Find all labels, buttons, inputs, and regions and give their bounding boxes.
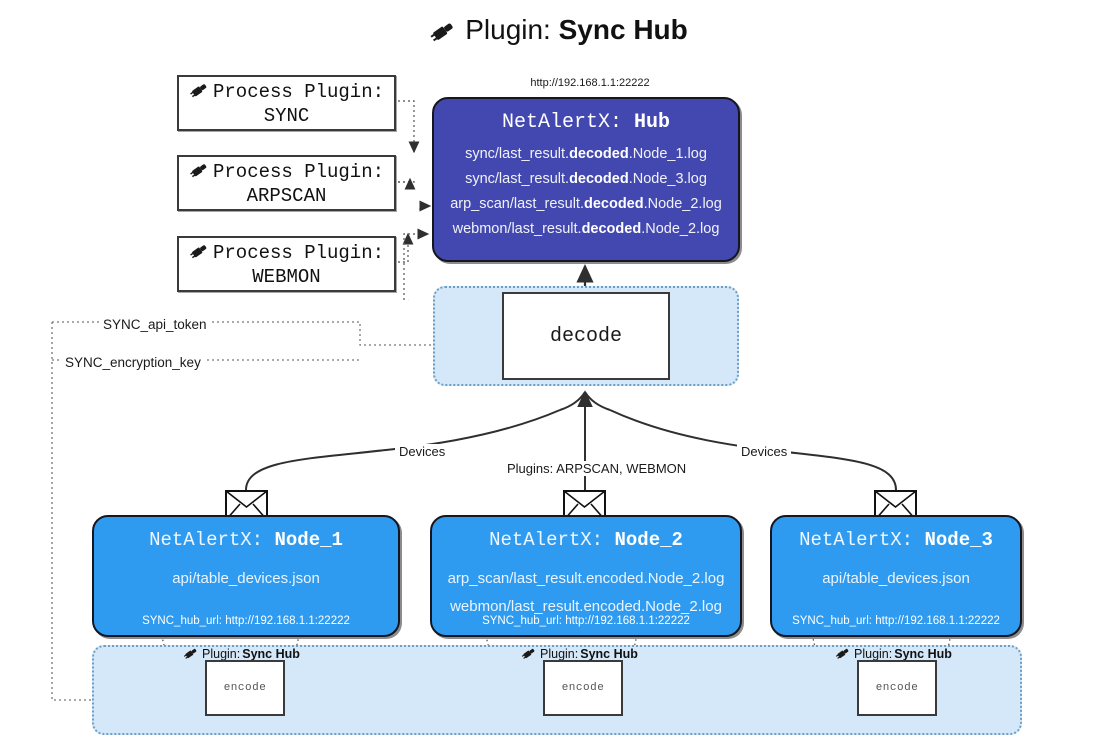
node-title: NetAlertX: Node_3 <box>799 529 993 551</box>
node-line: arp_scan/last_result.encoded.Node_2.log <box>447 570 725 587</box>
node-line-list: api/table_devices.json <box>772 565 1020 593</box>
process-plugin-label: Process Plugin: <box>212 161 385 183</box>
edge-label-devices-right: Devices <box>737 444 792 459</box>
plug-icon <box>521 645 538 663</box>
encoder-plugin-label-2: Plugin: Sync Hub <box>521 645 638 663</box>
encoder-plugin-label-3: Plugin: Sync Hub <box>835 645 952 663</box>
hub-title: NetAlertX: Hub <box>434 111 738 134</box>
process-plugin-name: WEBMON <box>252 266 321 288</box>
process-plugin-name: SYNC <box>263 105 310 127</box>
node-1[interactable]: NetAlertX: Node_1 api/table_devices.json… <box>92 515 400 637</box>
encode-box-3[interactable]: encode <box>857 660 937 716</box>
process-plugin-label: Process Plugin: <box>212 81 385 103</box>
node-line-list: arp_scan/last_result.encoded.Node_2.log … <box>432 565 740 621</box>
process-plugin-name: ARPSCAN <box>246 185 327 207</box>
plug-icon <box>183 645 200 663</box>
encoder-prefix: Plugin: <box>540 647 579 661</box>
node-line: api/table_devices.json <box>822 570 970 587</box>
node-footer: SYNC_hub_url: http://192.168.1.1:22222 <box>792 615 1000 627</box>
plug-icon <box>189 240 211 266</box>
hub-url-label: http://192.168.1.1:22222 <box>530 77 650 89</box>
hub-log-item: sync/last_result.decoded.Node_1.log <box>465 146 707 162</box>
hub-log-list: sync/last_result.decoded.Node_1.log sync… <box>434 142 738 242</box>
hub-title-name: Hub <box>634 111 671 134</box>
encode-box-2[interactable]: encode <box>543 660 623 716</box>
page-title-name: Sync Hub <box>558 14 688 45</box>
encoder-name: Sync Hub <box>580 647 638 661</box>
page-title: Plugin: Sync Hub <box>0 14 1117 50</box>
sync-api-token-label: SYNC_api_token <box>100 317 210 332</box>
node-title: NetAlertX: Node_2 <box>489 529 683 551</box>
node-2[interactable]: NetAlertX: Node_2 arp_scan/last_result.e… <box>430 515 742 637</box>
process-plugin-arpscan[interactable]: Process Plugin: ARPSCAN <box>177 155 396 211</box>
node-footer: SYNC_hub_url: http://192.168.1.1:22222 <box>482 615 690 627</box>
encoder-plugin-label-1: Plugin: Sync Hub <box>183 645 300 663</box>
node-3[interactable]: NetAlertX: Node_3 api/table_devices.json… <box>770 515 1022 637</box>
plug-icon <box>429 17 459 50</box>
page-title-prefix: Plugin: <box>465 14 551 45</box>
node-line: webmon/last_result.encoded.Node_2.log <box>450 598 722 615</box>
node-line: api/table_devices.json <box>172 570 320 587</box>
encoder-name: Sync Hub <box>242 647 300 661</box>
hub-log-item: arp_scan/last_result.decoded.Node_2.log <box>450 196 722 212</box>
hub-node[interactable]: NetAlertX: Hub sync/last_result.decoded.… <box>432 97 740 262</box>
node-line-list: api/table_devices.json <box>94 565 398 593</box>
encoder-prefix: Plugin: <box>854 647 893 661</box>
process-plugin-webmon[interactable]: Process Plugin: WEBMON <box>177 236 396 292</box>
encoder-name: Sync Hub <box>894 647 952 661</box>
hub-log-item: webmon/last_result.decoded.Node_2.log <box>452 221 720 237</box>
plug-icon <box>189 79 211 105</box>
encode-box-1[interactable]: encode <box>205 660 285 716</box>
process-plugin-sync[interactable]: Process Plugin: SYNC <box>177 75 396 131</box>
sync-encryption-key-label: SYNC_encryption_key <box>62 355 204 370</box>
edge-label-plugins: Plugins: ARPSCAN, WEBMON <box>503 461 691 476</box>
hub-title-prefix: NetAlertX: <box>501 111 622 134</box>
decode-box[interactable]: decode <box>502 292 670 380</box>
encoder-prefix: Plugin: <box>202 647 241 661</box>
node-title: NetAlertX: Node_1 <box>149 529 343 551</box>
edge-label-devices-left: Devices <box>395 444 450 459</box>
plug-icon <box>189 159 211 185</box>
process-plugin-label: Process Plugin: <box>212 242 385 264</box>
hub-log-item: sync/last_result.decoded.Node_3.log <box>465 171 707 187</box>
node-footer: SYNC_hub_url: http://192.168.1.1:22222 <box>142 615 350 627</box>
plug-icon <box>835 645 852 663</box>
